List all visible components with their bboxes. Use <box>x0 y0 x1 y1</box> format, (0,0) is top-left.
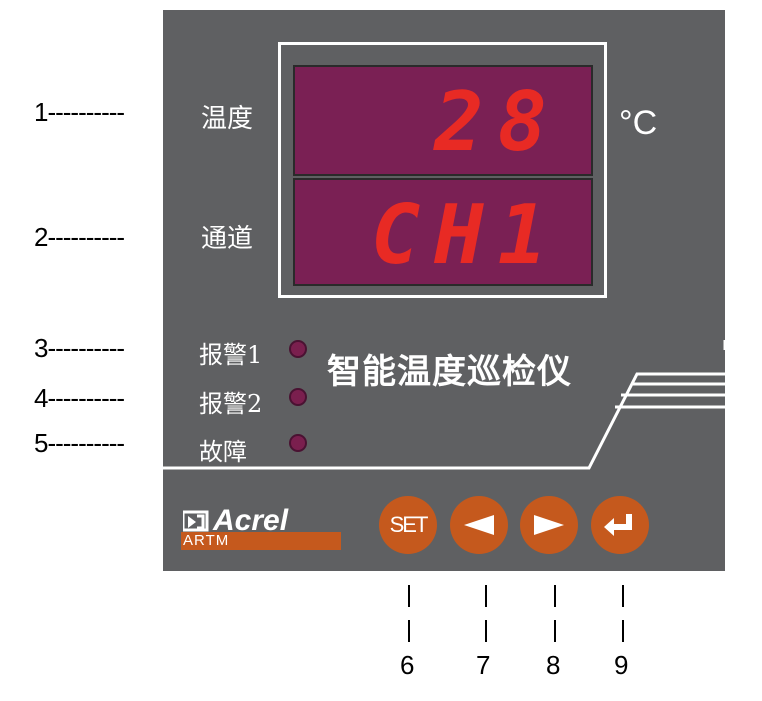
alarm2-label: 报警2 <box>199 390 263 418</box>
right-arrow-icon <box>534 515 564 535</box>
temperature-value: 28 <box>434 75 561 170</box>
callout-line-6b <box>408 620 410 642</box>
decorative-lines <box>163 340 725 470</box>
set-button[interactable]: SET <box>379 496 437 554</box>
alarm2-led-icon <box>289 388 307 406</box>
acrel-logo-icon <box>183 510 209 532</box>
channel-display: CH1 <box>293 178 593 286</box>
brand-name: Acrel <box>213 504 289 537</box>
alarm1-led-icon <box>289 340 307 358</box>
left-button[interactable] <box>450 496 508 554</box>
callout-line-7b <box>485 620 487 642</box>
callout-9: 9 <box>614 650 629 680</box>
callout-2: 2---------- <box>34 222 125 252</box>
brand-logo: Acrel <box>183 504 288 538</box>
callout-line-7a <box>485 585 487 607</box>
device-panel: 温度 通道 28 CH1 °C 报警1 报警2 故障 智能温度巡检仪 Acrel… <box>163 10 725 571</box>
callout-4: 4---------- <box>34 383 125 413</box>
fault-label: 故障 <box>199 438 247 466</box>
callout-line-6a <box>408 585 410 607</box>
alarm1-label: 报警1 <box>199 341 263 369</box>
callout-line-8a <box>554 585 556 607</box>
set-button-label: SET <box>389 512 429 537</box>
channel-value: CH1 <box>370 188 561 283</box>
enter-icon <box>604 514 632 536</box>
model-name: 智能温度巡检仪 <box>327 352 572 392</box>
model-bar: ARTM <box>181 532 341 550</box>
temperature-label: 温度 <box>201 104 254 134</box>
callout-6: 6 <box>400 650 415 680</box>
unit-label: °C <box>619 104 658 142</box>
right-button[interactable] <box>520 496 578 554</box>
callout-7: 7 <box>476 650 491 680</box>
callout-line-8b <box>554 620 556 642</box>
display-frame <box>278 42 607 298</box>
callout-line-9a <box>622 585 624 607</box>
callout-1: 1---------- <box>34 97 125 127</box>
enter-button[interactable] <box>591 496 649 554</box>
callout-3: 3---------- <box>34 333 125 363</box>
fault-led-icon <box>289 434 307 452</box>
callout-5: 5---------- <box>34 428 125 458</box>
callout-8: 8 <box>546 650 561 680</box>
model-code: ARTM <box>183 532 230 549</box>
left-arrow-icon <box>464 515 494 535</box>
callout-line-9b <box>622 620 624 642</box>
channel-label: 通道 <box>201 224 254 254</box>
temperature-display: 28 <box>293 65 593 176</box>
